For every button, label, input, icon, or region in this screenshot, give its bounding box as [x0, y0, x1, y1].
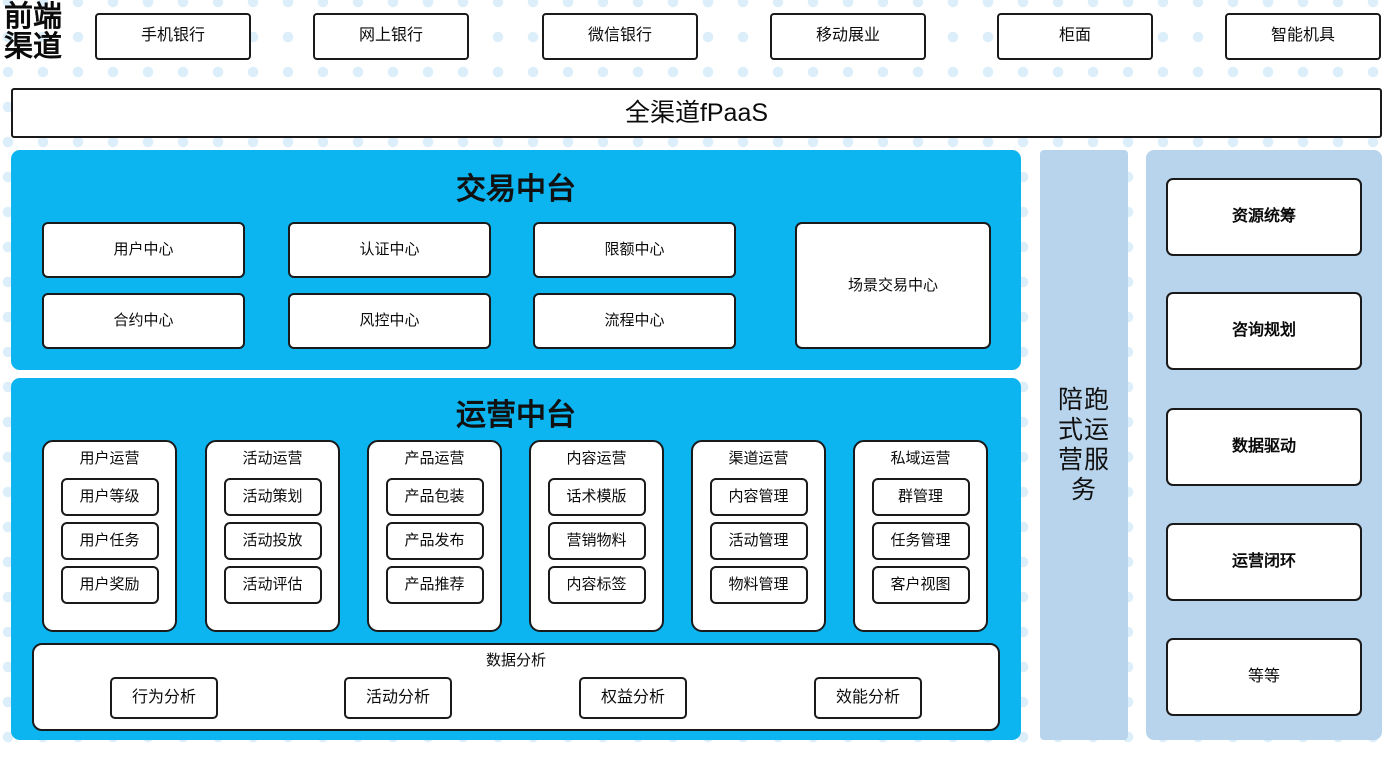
accompanying-operation-service-column: 陪跑式运营服务 — [1040, 150, 1128, 740]
ops-item[interactable]: 内容标签 — [547, 566, 646, 604]
trade-box-user-center[interactable]: 用户中心 — [42, 222, 245, 278]
ops-item[interactable]: 任务管理 — [871, 522, 970, 560]
operations-center-title: 运营中台 — [456, 399, 576, 432]
trade-box-process-center[interactable]: 流程中心 — [533, 293, 736, 349]
ops-group-product-operations: 产品运营 产品包装 产品发布 产品推荐 — [367, 440, 502, 632]
trade-box-scene-transaction-center[interactable]: 场景交易中心 — [795, 222, 991, 349]
service-box-operation-closed-loop[interactable]: 运营闭环 — [1166, 523, 1362, 601]
services-panel: 资源统筹 咨询规划 数据驱动 运营闭环 等等 — [1146, 150, 1382, 740]
trade-center-title: 交易中台 — [456, 173, 576, 206]
service-box-etc[interactable]: 等等 — [1166, 638, 1362, 716]
ops-group-title: 活动运营 — [242, 450, 303, 467]
data-analysis-title: 数据分析 — [485, 652, 546, 669]
data-analysis-item-efficiency[interactable]: 效能分析 — [814, 677, 922, 719]
ops-item[interactable]: 话术模版 — [547, 478, 646, 516]
data-analysis-item-behavior[interactable]: 行为分析 — [110, 677, 218, 719]
service-box-resource-coordination[interactable]: 资源统筹 — [1166, 178, 1362, 256]
channel-box-counter[interactable]: 柜面 — [997, 13, 1153, 60]
channel-box-mobile-business[interactable]: 移动展业 — [770, 13, 926, 60]
data-analysis-item-benefit[interactable]: 权益分析 — [579, 677, 687, 719]
ops-item[interactable]: 产品推荐 — [385, 566, 484, 604]
trade-box-auth-center[interactable]: 认证中心 — [288, 222, 491, 278]
ops-item[interactable]: 用户等级 — [60, 478, 159, 516]
ops-item[interactable]: 用户奖励 — [60, 566, 159, 604]
ops-group-title: 内容运营 — [566, 450, 627, 467]
ops-group-title: 用户运营 — [79, 450, 140, 467]
ops-item[interactable]: 活动评估 — [223, 566, 322, 604]
ops-item[interactable]: 物料管理 — [709, 566, 808, 604]
service-box-consulting-planning[interactable]: 咨询规划 — [1166, 292, 1362, 370]
ops-item[interactable]: 活动策划 — [223, 478, 322, 516]
front-end-channel-label-line1: 前端 — [4, 1, 63, 33]
front-end-channel-label-line2: 渠道 — [4, 31, 63, 64]
ops-item[interactable]: 活动投放 — [223, 522, 322, 560]
ops-item[interactable]: 内容管理 — [709, 478, 808, 516]
ops-item[interactable]: 产品发布 — [385, 522, 484, 560]
service-box-data-driven[interactable]: 数据驱动 — [1166, 408, 1362, 486]
ops-group-campaign-operations: 活动运营 活动策划 活动投放 活动评估 — [205, 440, 340, 632]
ops-item[interactable]: 产品包装 — [385, 478, 484, 516]
ops-item[interactable]: 营销物料 — [547, 522, 646, 560]
ops-item[interactable]: 活动管理 — [709, 522, 808, 560]
front-end-channel-label: 前端 渠道 — [4, 2, 90, 63]
data-analysis-item-campaign[interactable]: 活动分析 — [344, 677, 452, 719]
ops-item[interactable]: 客户视图 — [871, 566, 970, 604]
channel-box-mobile-bank[interactable]: 手机银行 — [95, 13, 251, 60]
channel-box-online-bank[interactable]: 网上银行 — [313, 13, 469, 60]
accompanying-operation-service-label: 陪跑式运营服务 — [1057, 386, 1110, 504]
channel-box-wechat-bank[interactable]: 微信银行 — [542, 13, 698, 60]
trade-box-limit-center[interactable]: 限额中心 — [533, 222, 736, 278]
ops-group-private-domain-operations: 私域运营 群管理 任务管理 客户视图 — [853, 440, 988, 632]
channel-box-smart-machine[interactable]: 智能机具 — [1225, 13, 1381, 60]
ops-group-content-operations: 内容运营 话术模版 营销物料 内容标签 — [529, 440, 664, 632]
trade-box-riskcontrol-center[interactable]: 风控中心 — [288, 293, 491, 349]
ops-group-channel-operations: 渠道运营 内容管理 活动管理 物料管理 — [691, 440, 826, 632]
ops-item[interactable]: 用户任务 — [60, 522, 159, 560]
omnichannel-fpaas-bar[interactable]: 全渠道fPaaS — [11, 88, 1382, 138]
ops-group-user-operations: 用户运营 用户等级 用户任务 用户奖励 — [42, 440, 177, 632]
data-analysis-card: 数据分析 行为分析 活动分析 权益分析 效能分析 — [32, 643, 1000, 731]
trade-box-contract-center[interactable]: 合约中心 — [42, 293, 245, 349]
ops-group-title: 私域运营 — [890, 450, 951, 467]
ops-item[interactable]: 群管理 — [871, 478, 970, 516]
ops-group-title: 渠道运营 — [728, 450, 789, 467]
ops-group-title: 产品运营 — [404, 450, 465, 467]
